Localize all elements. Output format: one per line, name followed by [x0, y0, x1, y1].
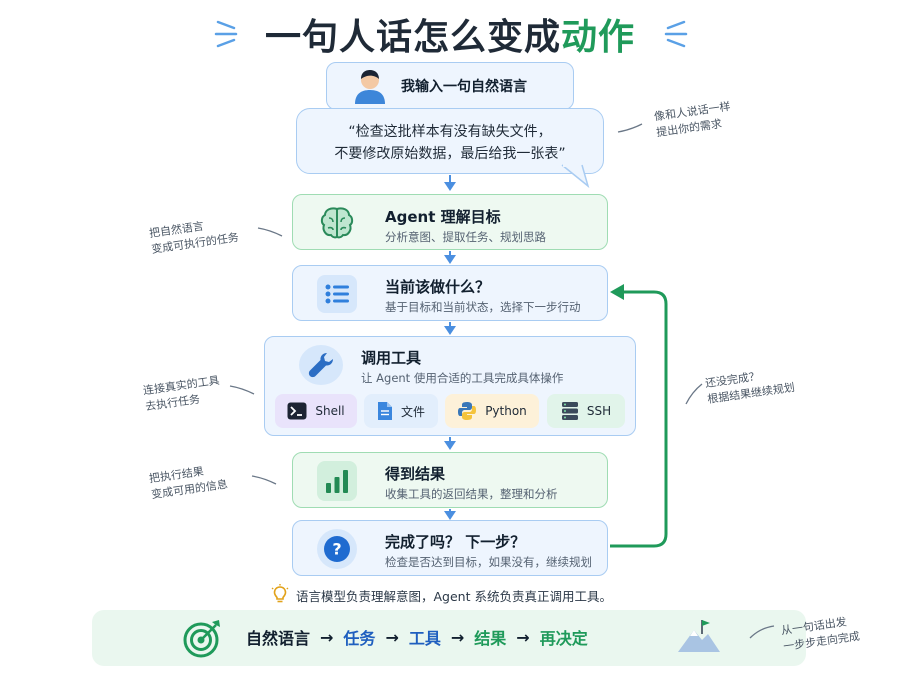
speech-bubble: “检查这批样本有没有缺失文件， 不要修改原始数据，最后给我一张表” — [296, 108, 604, 174]
arrow-line — [449, 509, 451, 512]
user-avatar-icon — [355, 70, 385, 104]
note-real-tools: 连接真实的工具 去执行任务 — [142, 373, 223, 415]
quote-line-2: 不要修改原始数据，最后给我一张表” — [334, 146, 566, 162]
bar-chart-icon — [317, 461, 357, 501]
python-icon — [458, 402, 477, 420]
step-title: Agent 理解目标 — [385, 208, 501, 226]
flow-arrow: → — [516, 627, 530, 647]
step-subtitle: 收集工具的返回结果，整理和分析 — [385, 487, 558, 501]
note-ask-naturally: 像和人说话一样 提出你的需求 — [653, 99, 734, 141]
flow-item: 结果 — [474, 629, 507, 648]
title-main: 一句人话怎么变成 — [264, 17, 561, 58]
flow-item: 自然语言 — [246, 629, 311, 648]
input-label: 我输入一句自然语言 — [401, 79, 527, 95]
step-title: 得到结果 — [385, 465, 446, 483]
step-understand-goal: Agent 理解目标 分析意图、提取任务、规划思路 — [292, 194, 608, 250]
note-pointer — [251, 475, 277, 485]
svg-text:?: ? — [332, 540, 341, 559]
quote-line-1: “检查这批样本有没有缺失文件， — [348, 124, 552, 140]
step-done-check: ? 完成了吗？ 下一步？ 检查是否达到目标，如果没有，继续规划 — [292, 520, 608, 576]
step-subtitle: 检查是否达到目标，如果没有，继续规划 — [385, 555, 592, 569]
flow-sequence: 自然语言 → 任务 → 工具 → 结果 → 再决定 — [246, 625, 588, 649]
flow-item: 再决定 — [539, 629, 588, 648]
title-highlight: 动作 — [561, 17, 636, 58]
flow-arrow: → — [385, 627, 399, 647]
tool-ssh: SSH — [547, 394, 625, 428]
mountain-flag-icon — [678, 620, 720, 652]
list-icon — [317, 275, 357, 313]
note-pointer — [229, 385, 255, 395]
target-icon — [183, 620, 220, 658]
arrow-line — [449, 251, 451, 256]
tip-text: 语言模型负责理解意图，Agent 系统负责真正调用工具。 — [296, 589, 612, 604]
arrow-down-icon — [444, 326, 456, 335]
step-subtitle: 分析意图、提取任务、规划思路 — [385, 230, 546, 244]
tool-file: 文件 — [364, 394, 438, 428]
tool-label: SSH — [586, 404, 612, 418]
arrow-line — [449, 437, 451, 442]
tool-label: Shell — [315, 404, 345, 418]
loop-back-arrow — [610, 284, 668, 548]
flow-item: 工具 — [408, 629, 441, 648]
terminal-icon — [287, 402, 307, 420]
tool-label: 文件 — [400, 404, 425, 419]
note-usable-info: 把执行结果 变成可用的信息 — [148, 461, 229, 503]
note-pointer — [617, 123, 643, 133]
note-to-task: 把自然语言 变成可执行的任务 — [148, 214, 240, 258]
sparkle-left-icon — [214, 20, 238, 48]
step-get-results: 得到结果 收集工具的返回结果，整理和分析 — [292, 452, 608, 508]
lightbulb-icon — [271, 584, 289, 603]
tool-label: Python — [485, 404, 527, 418]
flow-arrow: → — [450, 627, 465, 647]
wrench-icon — [299, 345, 343, 385]
input-label-card: 我输入一句自然语言 — [326, 62, 574, 110]
note-pointer — [257, 227, 283, 237]
note-pointer — [685, 383, 703, 405]
sparkle-right-icon — [664, 20, 688, 48]
arrow-down-icon — [444, 255, 456, 264]
arrow-down-icon — [444, 511, 456, 520]
flow-arrow: → — [320, 627, 334, 647]
arrow-down-icon — [444, 182, 456, 191]
step-what-next: 当前该做什么？ 基于目标和当前状态，选择下一步行动 — [292, 265, 608, 321]
arrow-line — [449, 322, 451, 327]
step-subtitle: 基于目标和当前状态，选择下一步行动 — [385, 300, 581, 314]
step-title: 当前该做什么？ — [385, 278, 491, 296]
arrow-line — [449, 175, 451, 184]
question-icon: ? — [317, 529, 357, 569]
brain-icon — [320, 207, 354, 239]
tool-shell: Shell — [275, 394, 357, 428]
bubble-tail — [561, 164, 590, 189]
note-keep-planning: 还没完成？ 根据结果继续规划 — [704, 364, 796, 408]
step-title: 完成了吗？ 下一步？ — [385, 533, 526, 551]
step-title: 调用工具 — [361, 349, 422, 367]
page-title: 一句人话怎么变成动作 — [0, 8, 900, 60]
note-pointer — [749, 625, 775, 639]
server-icon — [561, 402, 578, 420]
arrow-down-icon — [444, 441, 456, 450]
file-icon — [377, 402, 392, 420]
tool-python: Python — [445, 394, 539, 428]
step-subtitle: 让 Agent 使用合适的工具完成具体操作 — [361, 371, 564, 385]
flow-item: 任务 — [343, 629, 376, 648]
